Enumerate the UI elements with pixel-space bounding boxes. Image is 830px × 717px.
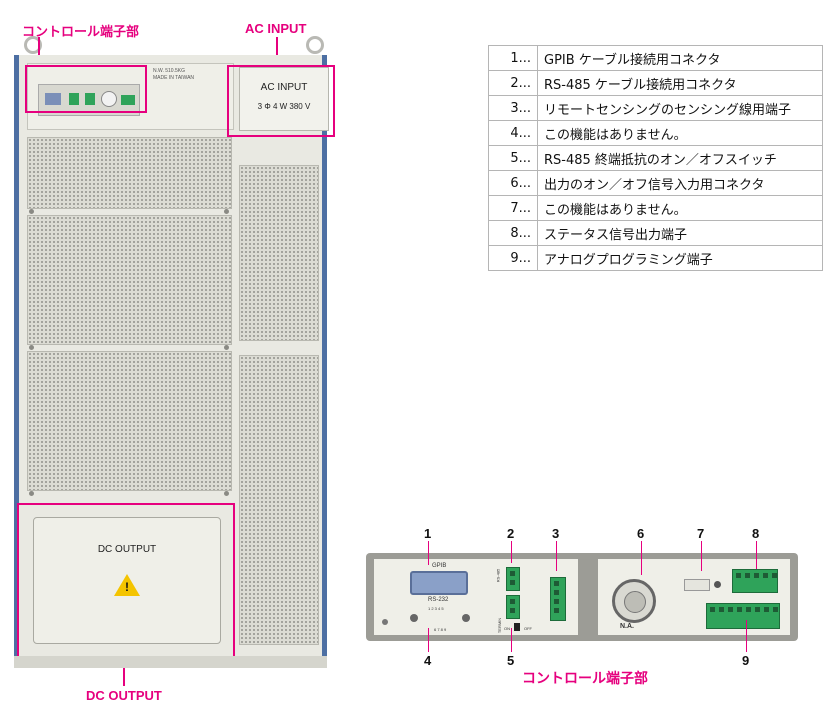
termin-on-label: ON <box>504 626 510 631</box>
rs232-screw-left <box>410 614 418 622</box>
vent-panel-3 <box>27 351 232 491</box>
rs485-terminal-upper <box>506 567 520 591</box>
legend-row: 6...出力のオン／オフ信号入力用コネクタ <box>488 170 823 196</box>
ac-input-callout: AC INPUT <box>245 21 307 36</box>
legend-number: 3... <box>488 95 538 121</box>
ac-input-plate: AC INPUT 3 Φ 4 W 380 V <box>239 67 329 131</box>
control-panel-highlight <box>25 65 147 113</box>
vent-panel-right-2 <box>239 355 319 645</box>
legend-text: 出力のオン／オフ信号入力用コネクタ <box>537 170 823 196</box>
marker-8: 8 <box>752 526 760 541</box>
legend-number: 1... <box>488 45 538 71</box>
gpib-connector-icon <box>410 571 468 595</box>
status-terminal-block <box>732 569 778 593</box>
legend-number: 7... <box>488 195 538 221</box>
mini-terminal-c <box>121 95 135 105</box>
cabinet-base <box>14 656 327 668</box>
dc-output-leader <box>123 660 125 686</box>
marker-5: 5 <box>507 653 515 668</box>
legend-row: 3...リモートセンシングのセンシング線用端子 <box>488 95 823 121</box>
rs232-pins-bottom: 6 7 8 9 <box>434 627 447 632</box>
gpib-label: GPIB <box>432 563 447 569</box>
dc-output-box: DC OUTPUT ! <box>33 517 221 644</box>
legend-row: 4...この機能はありません。 <box>488 120 823 146</box>
dc-box-label: DC OUTPUT <box>97 544 157 555</box>
rs232-label: RS-232 <box>428 597 449 603</box>
ac-plate-title: AC INPUT <box>260 82 308 93</box>
rs485-label: RS-485 <box>495 568 501 583</box>
power-supply-cabinet: N.W. 510.5KG MADE IN TAIWAN AC INPUT 3 Φ… <box>14 55 335 661</box>
marker-2: 2 <box>507 526 515 541</box>
ac-input-leader <box>276 37 278 67</box>
control-panel-detail: GPIB RS-232 1 2 3 4 5 6 7 8 9 RS-485 TER… <box>366 553 798 641</box>
ac-plate-spec: 3 Φ 4 W 380 V <box>257 102 311 111</box>
mini-control-block <box>38 84 140 116</box>
control-panel-leader <box>38 37 40 67</box>
dc-output-callout: DC OUTPUT <box>86 688 162 703</box>
legend-text: この機能はありません。 <box>537 195 823 221</box>
marker-6: 6 <box>637 526 645 541</box>
legend-text: この機能はありません。 <box>537 120 823 146</box>
legend-row: 2...RS-485 ケーブル接続用コネクタ <box>488 70 823 96</box>
legend-number: 8... <box>488 220 538 246</box>
termin-label: TERMIN <box>497 617 503 634</box>
control-panel-left: GPIB RS-232 1 2 3 4 5 6 7 8 9 RS-485 TER… <box>374 559 578 635</box>
marker-1: 1 <box>424 526 432 541</box>
control-panel-right: N.A. <box>598 559 790 635</box>
unused-port-cover <box>684 579 710 591</box>
legend-text: アナログプログラミング端子 <box>537 245 823 271</box>
mini-gpib-port <box>45 93 61 105</box>
ac-input-highlight <box>227 65 335 137</box>
legend-text: RS-485 ケーブル接続用コネクタ <box>537 70 823 96</box>
rs232-screw-right <box>462 614 470 622</box>
warning-mark: ! <box>125 580 129 594</box>
marker-4: 4 <box>424 653 432 668</box>
marker-7: 7 <box>697 526 705 541</box>
legend-number: 5... <box>488 145 538 171</box>
vent-panel-right-1 <box>239 165 319 341</box>
vent-panel-1 <box>27 137 232 209</box>
origin-label: MADE IN TAIWAN <box>153 75 195 81</box>
lifting-eye-left-icon <box>24 36 42 54</box>
legend-row: 7...この機能はありません。 <box>488 195 823 221</box>
legend-row: 1...GPIB ケーブル接続用コネクタ <box>488 45 823 71</box>
rs232-pins-top: 1 2 3 4 5 <box>428 606 444 611</box>
legend-number: 9... <box>488 245 538 271</box>
lifting-eye-right-icon <box>306 36 324 54</box>
legend-number: 2... <box>488 70 538 96</box>
control-panel-title: コントロール端子部 <box>522 670 648 686</box>
dc-output-highlight <box>17 503 235 661</box>
mini-round-connector <box>101 91 117 107</box>
legend-row: 9...アナログプログラミング端子 <box>488 245 823 271</box>
legend-text: RS-485 終端抵抗のオン／オフスイッチ <box>537 145 823 171</box>
legend-row: 5...RS-485 終端抵抗のオン／オフスイッチ <box>488 145 823 171</box>
legend-number: 6... <box>488 170 538 196</box>
mini-terminal-b <box>85 93 95 105</box>
vent-panel-2 <box>27 215 232 345</box>
legend-text: ステータス信号出力端子 <box>537 220 823 246</box>
onoff-round-connector-icon <box>612 579 656 623</box>
mini-terminal-a <box>69 93 79 105</box>
legend-text: リモートセンシングのセンシング線用端子 <box>537 95 823 121</box>
legend-text: GPIB ケーブル接続用コネクタ <box>537 45 823 71</box>
na-label: N.A. <box>620 623 634 630</box>
analog-terminal-block <box>706 603 780 629</box>
control-panel-callout: コントロール端子部 <box>22 24 140 39</box>
sensing-terminal <box>550 577 566 621</box>
top-control-strip: N.W. 510.5KG MADE IN TAIWAN <box>27 63 234 130</box>
termin-off-label: OFF <box>524 626 532 631</box>
marker-3: 3 <box>552 526 560 541</box>
weight-label: N.W. 510.5KG <box>153 68 185 74</box>
warning-triangle-icon <box>114 574 140 596</box>
marker-9: 9 <box>742 653 750 668</box>
termination-switch[interactable] <box>514 623 520 631</box>
legend-row: 8...ステータス信号出力端子 <box>488 220 823 246</box>
rs485-terminal-lower <box>506 595 520 619</box>
legend-number: 4... <box>488 120 538 146</box>
